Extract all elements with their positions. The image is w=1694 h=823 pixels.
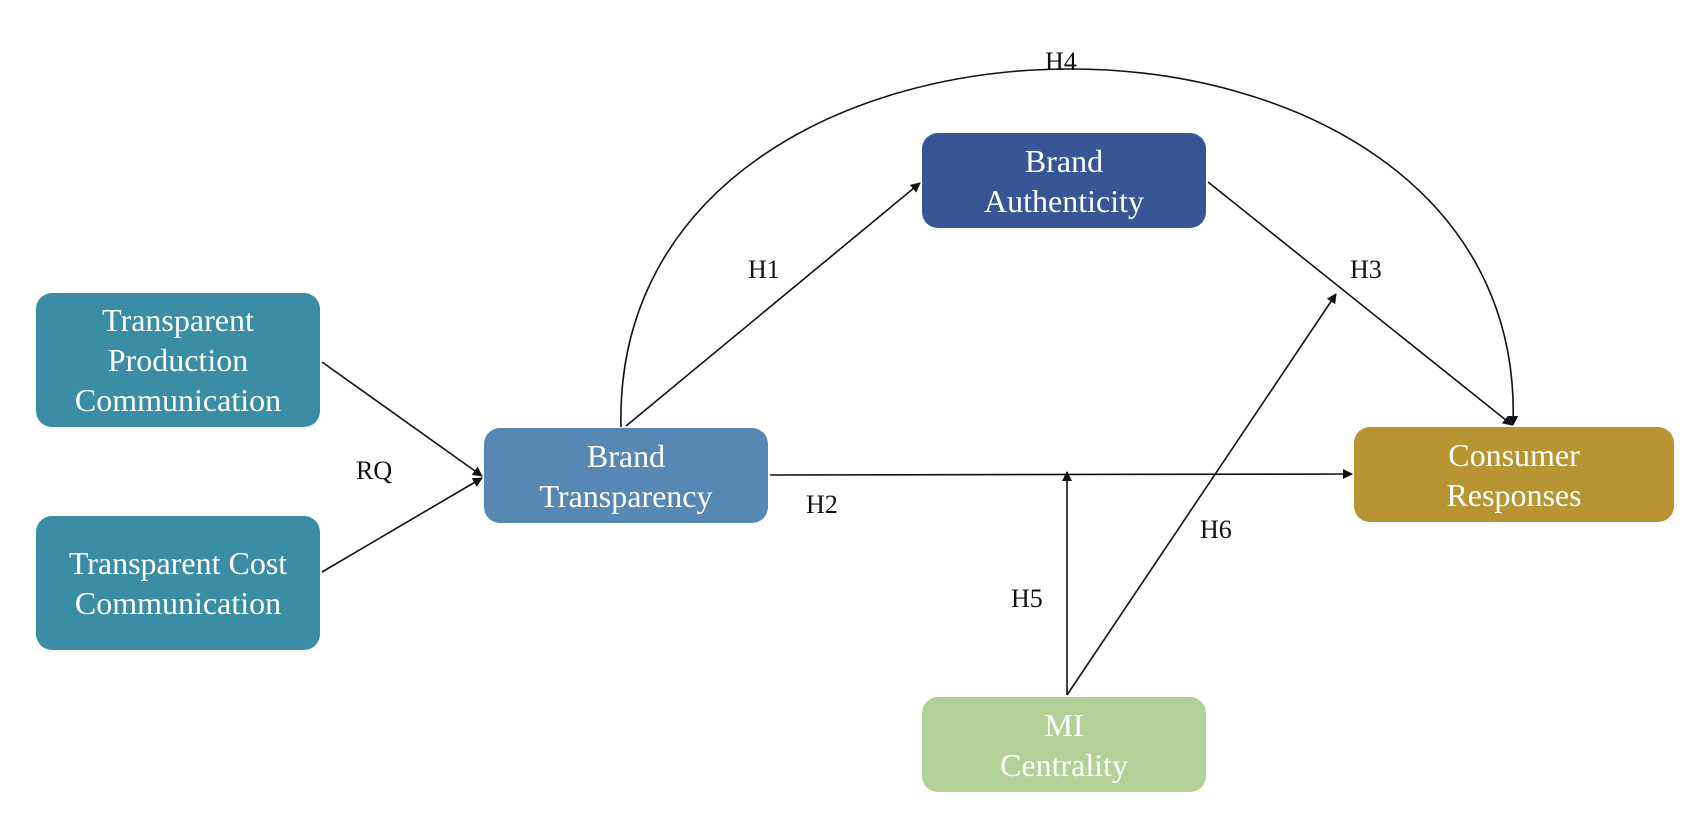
node-mi-centrality: MI Centrality (922, 697, 1206, 792)
node-consumer-responses: Consumer Responses (1354, 427, 1674, 522)
edge-label-h2: H2 (806, 490, 838, 519)
node-label: Transparent Production Communication (74, 302, 282, 418)
arrow-rq-cost (321, 477, 483, 573)
edge-label-h3: H3 (1350, 255, 1382, 284)
edge-label-h4: H4 (1045, 47, 1077, 76)
node-brand-transparency: Brand Transparency (484, 428, 768, 523)
edge-label-h6: H6 (1200, 515, 1232, 544)
arrow-rq-production (321, 361, 483, 477)
arrow-h3 (1207, 181, 1513, 426)
node-brand-authenticity: Brand Authenticity (922, 133, 1206, 228)
node-label: Transparent Cost Communication (68, 545, 288, 621)
node-transparent-production-communication: Transparent Production Communication (36, 293, 320, 427)
edge-label-rq: RQ (356, 456, 393, 485)
node-transparent-cost-communication: Transparent Cost Communication (36, 516, 320, 650)
arrow-h1 (625, 182, 921, 427)
node-label: Brand Authenticity (984, 142, 1144, 219)
node-label: MI Centrality (1000, 706, 1128, 783)
arrow-h6 (1066, 293, 1337, 696)
node-label: Brand Transparency (539, 437, 713, 514)
arrow-h2 (769, 469, 1353, 480)
node-label: Consumer Responses (1446, 436, 1582, 513)
edge-label-h5: H5 (1011, 584, 1043, 613)
edge-label-h1: H1 (748, 255, 780, 284)
arrow-h4 (620, 68, 1519, 428)
